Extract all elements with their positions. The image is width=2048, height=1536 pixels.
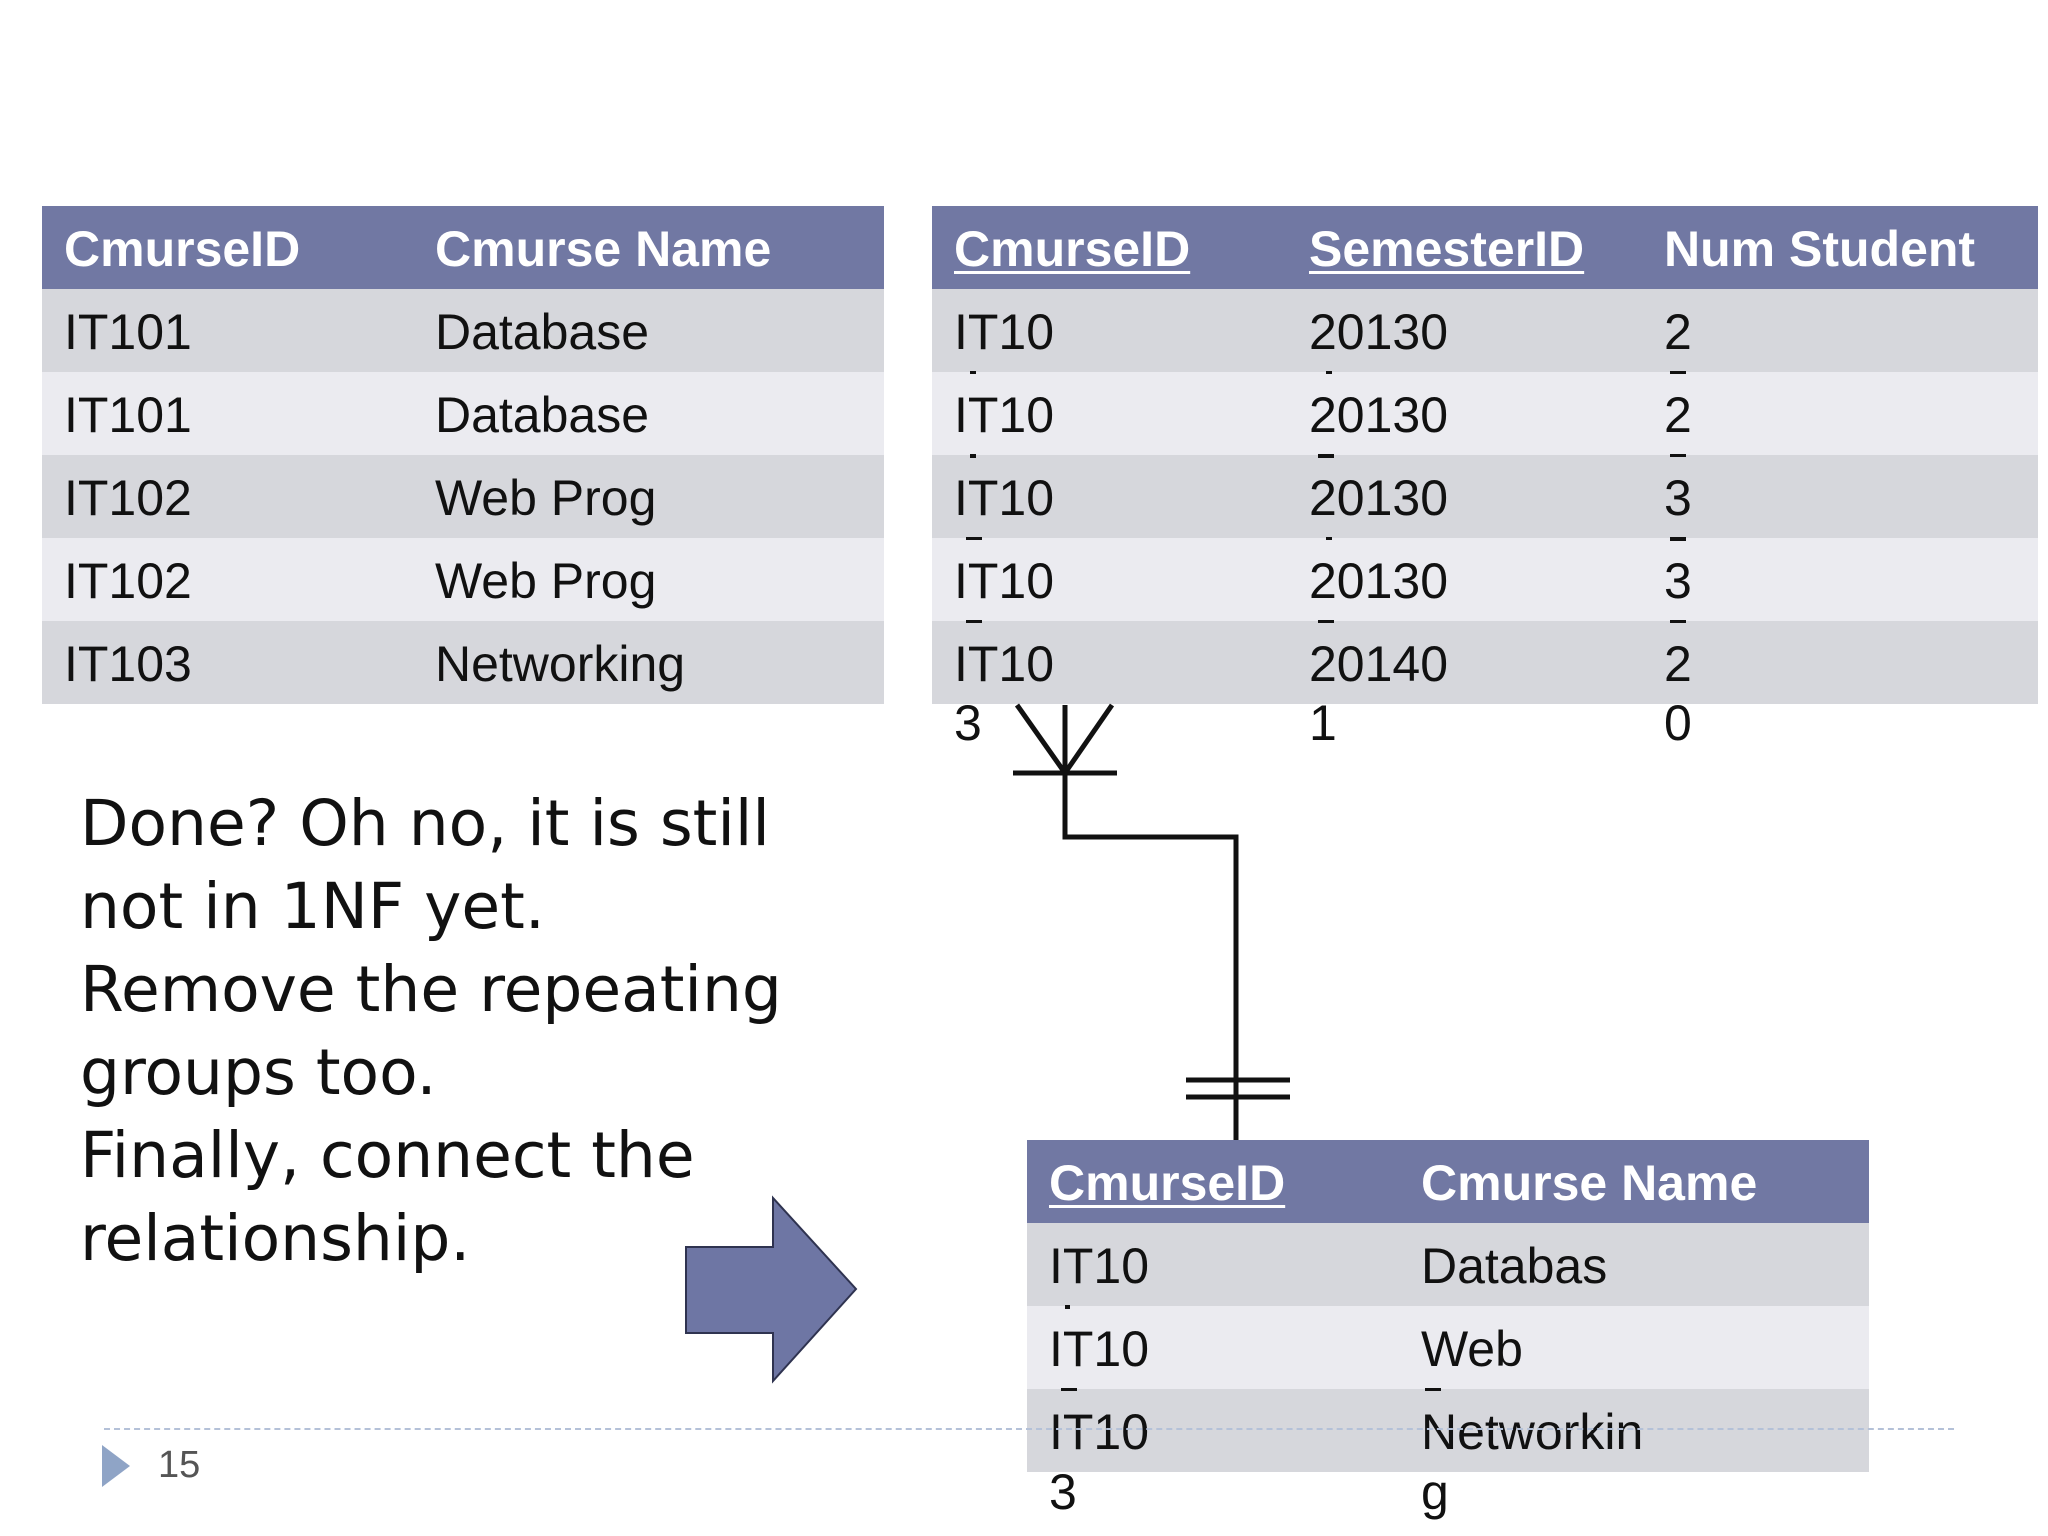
table-row: IT102 Web Prog [42,455,884,538]
cell-course-name: Web Prog [435,470,657,526]
table-row: IT101 Database [42,289,884,372]
cell-semester-id: 20130 [1309,470,1449,526]
note-line: not in 1NF yet. [80,870,545,943]
note-line: Finally, connect the [80,1119,695,1192]
overflow-char: 1 [1309,695,1337,751]
wrapped-text-fragment [1061,1388,1077,1391]
cell-course-id: IT10 [954,387,1055,443]
table-row: IT10 Web [1027,1306,1869,1389]
header-course-name: Cmurse Name [435,221,772,277]
cell-course-name: Database [435,387,650,443]
enrollment-table: CmurseID SemesterID Num Student IT10 201… [932,206,2038,704]
cell-course-id: IT103 [64,636,192,692]
cell-semester-id: 20140 [1309,636,1449,692]
cell-course-id: IT101 [64,387,192,443]
wrapped-text-fragment [1670,537,1686,541]
table-row: IT10 20140 2 [932,621,2038,704]
cell-course-id: IT10 [954,553,1055,609]
cell-course-name: Database [435,304,650,360]
cell-course-name: Databas [1421,1238,1608,1294]
cell-course-id: IT10 [954,636,1055,692]
table-header: CmurseID SemesterID Num Student [932,206,2038,289]
wrapped-text-fragment [1318,454,1334,458]
header-num-student: Num Student [1664,221,1976,277]
wrapped-text-fragment [970,454,976,458]
page-number: 15 [158,1444,201,1486]
table-header: CmurseID Cmurse Name [42,206,884,289]
header-semester-id: SemesterID [1309,221,1585,277]
cell-course-id: IT10 [954,304,1055,360]
table-row: IT10 Networkin [1027,1389,1869,1472]
overflow-char: 3 [954,695,982,751]
table-row: IT10 20130 2 [932,289,2038,372]
overflow-char: 0 [1664,695,1692,751]
wrapped-text-fragment [966,537,982,540]
cell-course-name: Networking [435,636,686,692]
wrapped-text-fragment [970,371,976,374]
header-course-id: CmurseID [954,221,1191,277]
cell-course-name: Networkin [1421,1404,1644,1460]
cell-num-student: 2 [1664,304,1692,360]
cell-semester-id: 20130 [1309,553,1449,609]
cell-course-id: IT102 [64,470,192,526]
one-mandatory-icon [1186,1077,1290,1100]
cell-course-id: IT10 [1049,1238,1150,1294]
wrapped-text-fragment [1670,454,1686,457]
arrow-right-icon [685,1195,858,1384]
cell-num-student: 2 [1664,387,1692,443]
wrapped-text-fragment [1326,371,1332,374]
note-line: Remove the repeating [80,953,782,1026]
triangle-bullet-icon [102,1445,130,1487]
cell-num-student: 3 [1664,553,1692,609]
wrapped-text-fragment [1670,371,1686,374]
note-line: Done? Oh no, it is still [80,787,770,860]
note-line: relationship. [80,1202,471,1275]
cell-semester-id: 20130 [1309,304,1449,360]
table-row: IT10 Databas [1027,1223,1869,1306]
wrapped-text-fragment [966,620,982,623]
cell-course-id: IT10 [954,470,1055,526]
table-row: IT10 20130 3 [932,455,2038,538]
header-course-name: Cmurse Name [1421,1155,1758,1211]
cell-course-id: IT10 [1049,1321,1150,1377]
cell-course-name: Web [1421,1321,1523,1377]
cell-num-student: 2 [1664,636,1692,692]
cell-course-name: Web Prog [435,553,657,609]
cell-course-id: IT102 [64,553,192,609]
wrapped-text-fragment [1318,620,1334,623]
wrapped-text-fragment [1326,537,1332,540]
table-row: IT10 20130 2 [932,372,2038,455]
wrapped-text-fragment [1670,620,1686,623]
relationship-line [1062,773,1239,1140]
wrapped-text-fragment [1065,1305,1070,1309]
cell-course-id: IT101 [64,304,192,360]
footer-divider [104,1428,1954,1430]
table-row: IT103 Networking [42,621,884,704]
note-line: groups too. [80,1036,437,1109]
table-row: IT101 Database [42,372,884,455]
crows-foot-many-icon [1013,703,1117,776]
cell-course-id: IT10 [1049,1404,1150,1460]
overflow-char: g [1421,1464,1449,1520]
overflow-char: 3 [1049,1464,1077,1520]
wrapped-text-fragment [1425,1388,1441,1391]
cell-semester-id: 20130 [1309,387,1449,443]
cell-num-student: 3 [1664,470,1692,526]
course-table-left: CmurseID Cmurse Name IT101 Database IT10… [42,206,884,704]
table-header: CmurseID Cmurse Name [1027,1140,1869,1223]
instruction-text: Done? Oh no, it is still not in 1NF yet.… [80,782,800,1280]
header-course-id: CmurseID [1049,1155,1286,1211]
table-row: IT10 20130 3 [932,538,2038,621]
header-course-id: CmurseID [64,221,301,277]
table-row: IT102 Web Prog [42,538,884,621]
course-table-bottom: CmurseID Cmurse Name IT10 Databas IT10 W… [1027,1140,1869,1472]
